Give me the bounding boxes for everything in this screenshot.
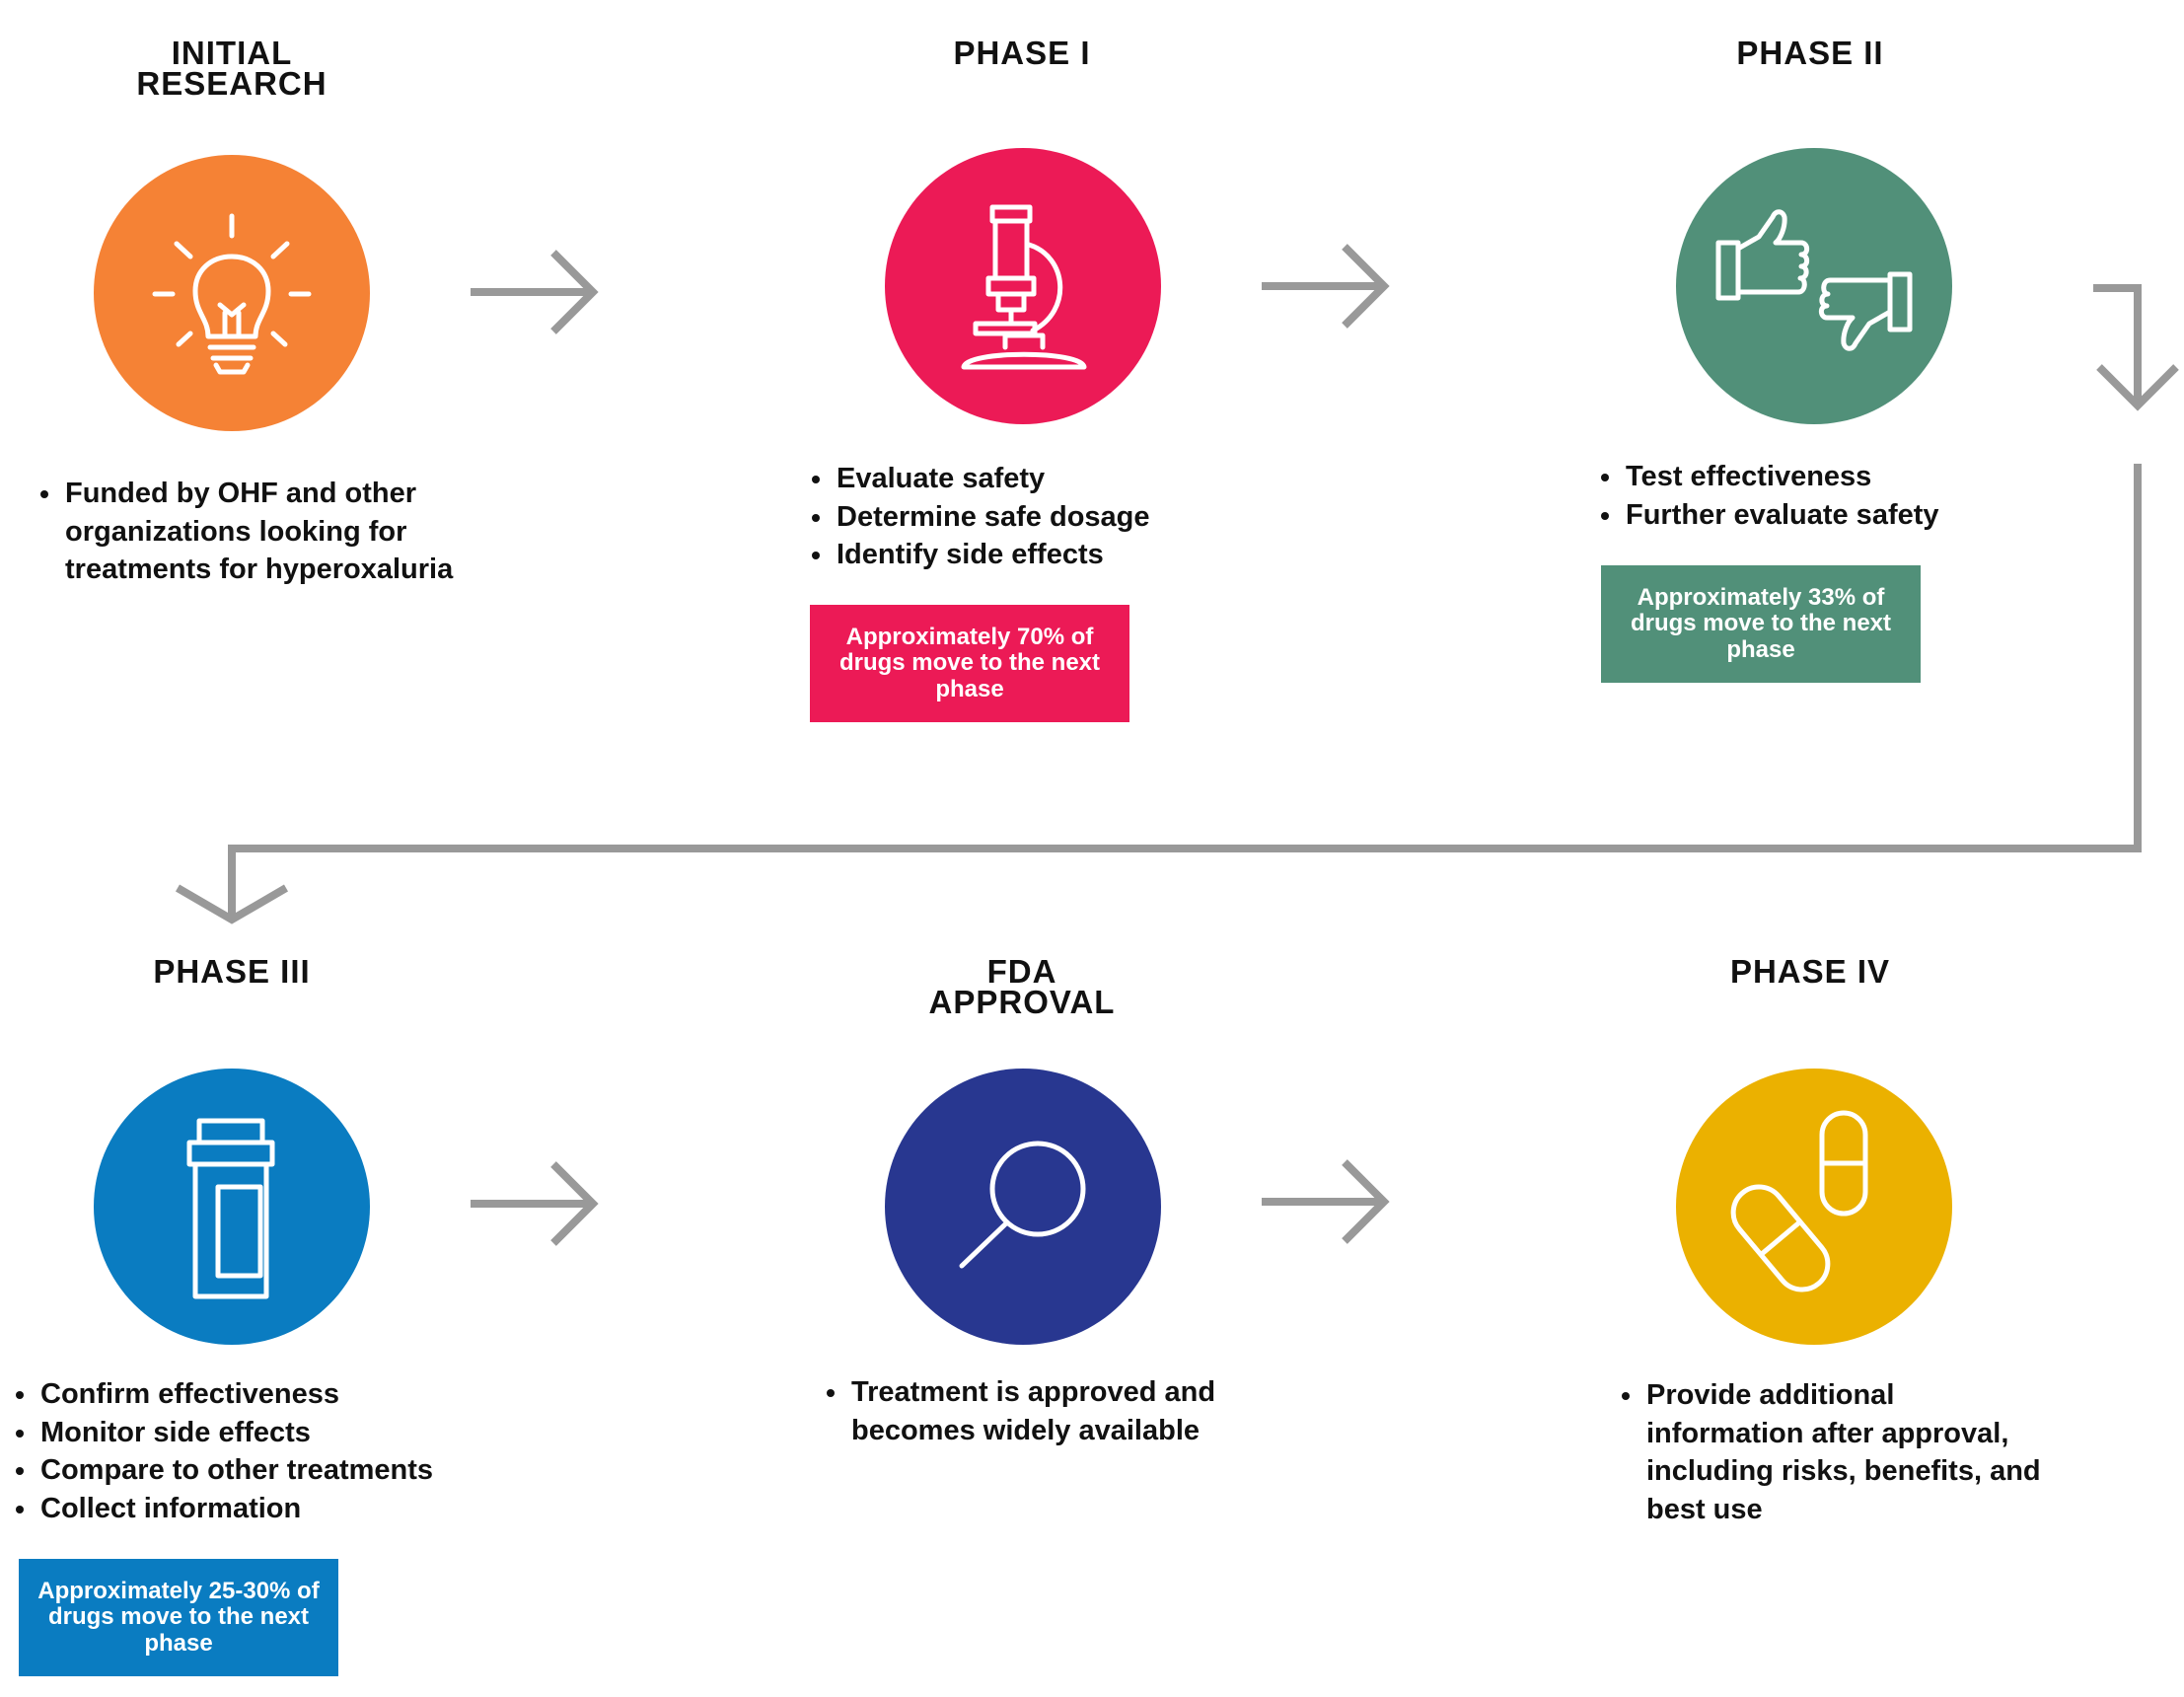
list-item: Test effectiveness (1624, 458, 2058, 496)
list-item: Evaluate safety (835, 460, 1269, 498)
arrow-down-icon (2093, 284, 2179, 411)
list-item: Treatment is approved and becomes widely… (849, 1373, 1224, 1449)
stage-title-fda-approval: FDA APPROVAL (928, 953, 1116, 1020)
arrow-right-icon (471, 1161, 599, 1246)
note-phase-2: Approximately 33% of drugs move to the n… (1601, 565, 1921, 683)
bullet-list-initial-research: Funded by OHF and other organizations lo… (34, 475, 458, 589)
list-item: Identify side effects (835, 536, 1269, 574)
arrow-down-icon (175, 884, 289, 924)
stage-title-phase-3: PHASE III (153, 953, 311, 990)
list-item: Provide additional information after app… (1644, 1376, 2059, 1528)
note-phase-3: Approximately 25-30% of drugs move to th… (19, 1559, 338, 1676)
stage-title-phase-2: PHASE II (1736, 35, 1884, 71)
list-item: Further evaluate safety (1624, 496, 2058, 535)
list-item: Determine safe dosage (835, 498, 1269, 537)
bullet-list-phase-3: Confirm effectiveness Monitor side effec… (9, 1375, 512, 1527)
stage-title-initial-research: INITIAL RESEARCH (136, 35, 328, 102)
microscope-icon (961, 204, 1087, 370)
stage-circle-fda-approval (885, 1069, 1161, 1345)
note-phase-1: Approximately 70% of drugs move to the n… (810, 605, 1129, 722)
list-item: Confirm effectiveness (38, 1375, 512, 1414)
bullet-list-phase-1: Evaluate safety Determine safe dosage Id… (805, 460, 1269, 574)
arrow-right-icon (1262, 244, 1390, 329)
lightbulb-icon (152, 213, 312, 375)
list-item: Funded by OHF and other organizations lo… (63, 475, 458, 589)
stage-title-phase-1: PHASE I (953, 35, 1091, 71)
stage-title-phase-4: PHASE IV (1729, 953, 1891, 990)
bullet-list-phase-2: Test effectiveness Further evaluate safe… (1594, 458, 2058, 534)
thumbs-up-down-icon (1715, 209, 1913, 351)
stage-circle-phase-3 (94, 1069, 370, 1345)
bullet-list-phase-4: Provide additional information after app… (1615, 1376, 2059, 1528)
list-item: Monitor side effects (38, 1414, 512, 1452)
pill-bottle-icon (186, 1118, 275, 1299)
stage-circle-phase-1 (885, 148, 1161, 424)
stage-circle-phase-2 (1676, 148, 1952, 424)
capsules-icon (1730, 1110, 1868, 1292)
bullet-list-fda-approval: Treatment is approved and becomes widely… (820, 1373, 1224, 1449)
list-item: Collect information (38, 1490, 512, 1528)
stage-circle-phase-4 (1676, 1069, 1952, 1345)
stage-circle-initial-research (94, 155, 370, 431)
magnifier-icon (959, 1141, 1086, 1269)
arrow-right-icon (471, 250, 599, 334)
list-item: Compare to other treatments (38, 1451, 512, 1490)
arrow-right-icon (1262, 1159, 1390, 1244)
